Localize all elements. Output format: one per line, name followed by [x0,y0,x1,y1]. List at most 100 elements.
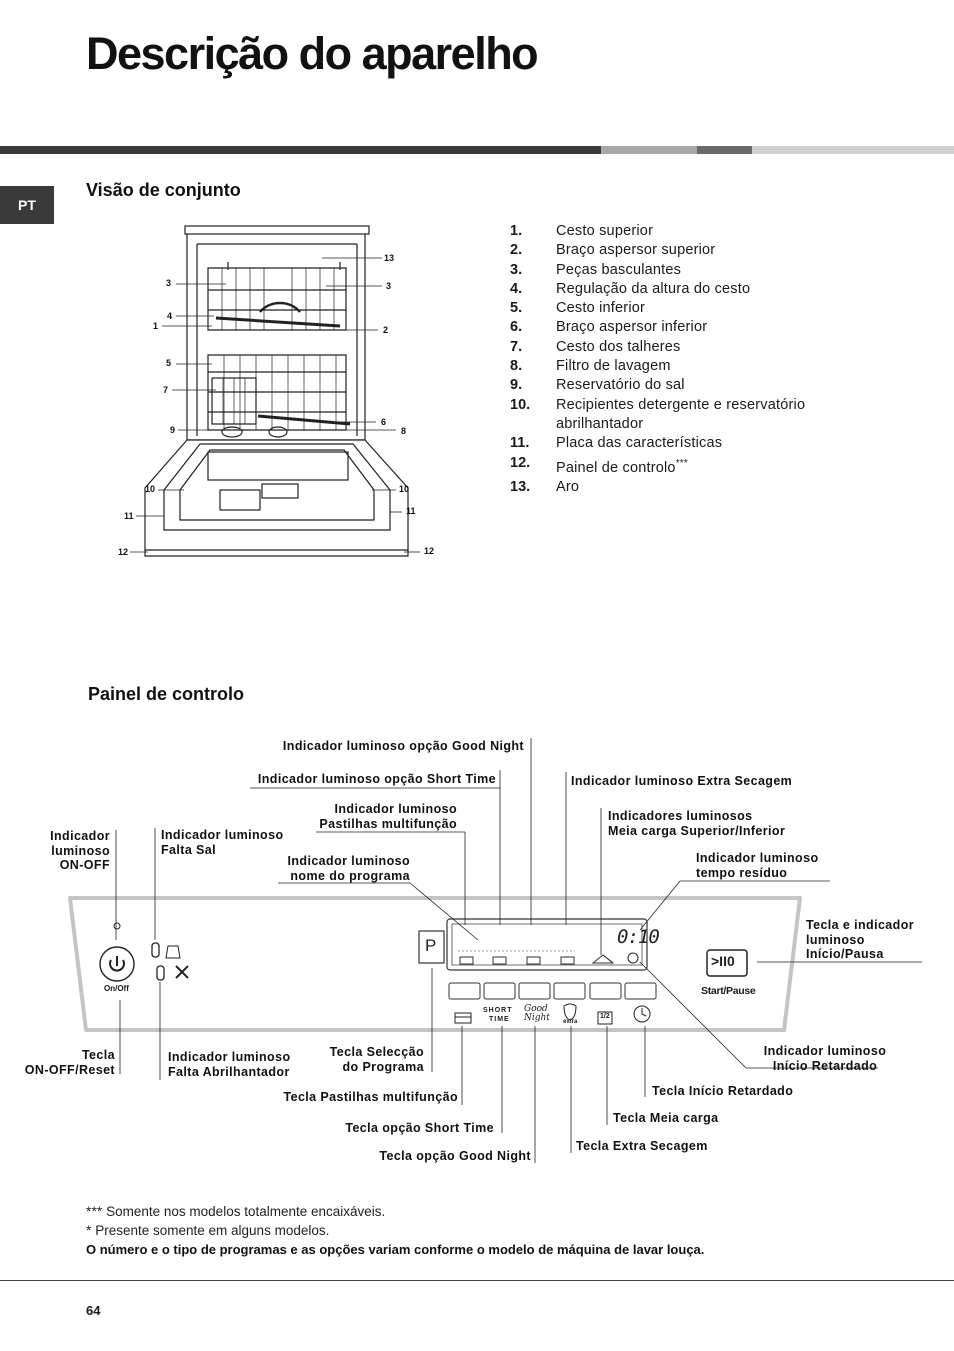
diagram-number-4: 4 [167,311,173,321]
item-number: 1. [510,223,523,239]
short-time-icon-bottom: TIME [489,1016,510,1023]
list-item: 12. Painel de controlo*** [510,454,850,478]
list-item: 13. Aro [510,478,850,497]
callout-program-name-indicator: Indicador luminoso nome do programa [287,854,410,883]
item-number: 13. [510,478,531,495]
item-number: 2. [510,242,523,259]
footnote-marker: *** [675,457,688,469]
item-label: Cesto dos talheres [556,338,681,355]
list-item: 11. Placa das características [510,434,850,453]
item-label: Placa das características [556,435,723,452]
item-label: Cesto superior [556,223,654,239]
item-number: 11. [510,435,530,452]
callout-program-select-key: Tecla Selecção do Programa [329,1045,424,1074]
rule-segment-light [752,146,954,154]
item-label: Cesto inferior [556,300,646,317]
callout-delayed-start-key: Tecla Início Retardado [652,1084,794,1098]
startpause-icon: >II0 [711,953,735,969]
footnote-1: *** Somente nos modelos totalmente encai… [86,1202,704,1221]
callout-onoff-key: Tecla ON-OFF/Reset [24,1048,115,1077]
program-key-label: P [425,936,437,955]
item-number: 4. [510,280,523,297]
diagram-number-11-right: 11 [406,506,416,516]
callout-residual-time-indicator: Indicador luminoso tempo resíduo [696,851,819,880]
item-number: 5. [510,300,523,317]
callout-delayed-start-indicator: Indicador luminoso Início Retardado [763,1044,887,1073]
callout-good-night-key: Tecla opção Good Night [379,1149,531,1163]
item-number: 9. [510,377,523,394]
item-number: 6. [510,319,523,336]
page-title: Descrição do aparelho [86,28,539,79]
callout-tablets-key: Tecla Pastilhas multifunção [283,1090,458,1104]
diagram-number-13: 13 [384,253,395,263]
callout-short-time-indicator: Indicador luminoso opção Short Time [257,772,496,786]
list-item: 1. Cesto superior [510,222,850,241]
parts-list: 1. Cesto superior 2.Braço aspersor superi… [510,222,850,497]
time-display: 0:10 [617,926,660,948]
diagram-number-8: 8 [401,426,407,436]
footnote-text: Presente somente em alguns modelos. [95,1223,330,1238]
list-item: 5. Cesto inferior [510,299,850,318]
list-item: 10. Recipientes detergente e reservatório… [510,396,850,435]
good-night-icon: Good Night [524,1004,550,1023]
startpause-caption: Start/Pause [701,985,756,997]
list-item: 9. Reservatório do sal [510,376,850,395]
list-item: 4. Regulação da altura do cesto [510,280,850,299]
callout-onoff-indicator: Indicador luminoso ON-OFF [50,829,110,872]
header-rule [0,146,954,154]
diagram-number-1: 1 [153,321,159,331]
diagram-number-12-left: 12 [118,547,129,557]
callout-rinse-aid-indicator: Indicador luminoso Falta Abrilhantador [168,1050,291,1079]
item-label: Painel de controlo [556,459,676,476]
diagram-number-5: 5 [166,358,172,368]
footnote-mark: *** [86,1203,103,1219]
item-number: 12. [510,454,531,471]
callout-half-load-key: Tecla Meia carga [613,1111,719,1125]
callout-salt-indicator: Indicador luminoso Falta Sal [161,828,284,857]
diagram-number-11-left: 11 [124,511,134,521]
footnote-2: * Presente somente em alguns modelos. [86,1221,704,1240]
page-number: 64 [86,1303,101,1318]
diagram-number-10-right: 10 [399,484,410,494]
onoff-caption: On/Off [104,984,129,993]
diagram-number-12-right: 12 [424,546,435,556]
footnote-mark: * [86,1222,92,1238]
footnotes: *** Somente nos modelos totalmente encai… [86,1202,704,1259]
footnote-text: Somente nos modelos totalmente encaixáve… [106,1204,386,1219]
item-label: Regulação da altura do cesto [556,280,751,297]
item-number: 7. [510,338,523,355]
diagram-number-6: 6 [381,417,387,427]
diagram-number-2: 2 [383,325,389,335]
callout-tablets-indicator: Indicador luminoso Pastilhas multifunção [319,802,457,831]
item-label: Reservatório do sal [556,377,685,394]
footer-rule [0,1280,954,1281]
list-item: 3. Peças basculantes [510,261,850,280]
half-load-icon: 1/2 [600,1013,610,1020]
item-label: Braço aspersor inferior [556,319,708,336]
item-label: Filtro de lavagem [556,358,671,375]
diagram-number-10-left: 10 [145,484,156,494]
language-tab: PT [0,186,54,224]
overview-heading: Visão de conjunto [86,180,241,200]
short-time-icon-top: SHORT [483,1007,513,1014]
diagram-number-3-right: 3 [386,281,392,291]
callout-start-pause-key: Tecla e indicador luminoso Início/Pausa [806,918,914,961]
extra-icon: extra [563,1019,578,1025]
list-item: 6. Braço aspersor inferior [510,318,850,337]
callout-extra-dry-key: Tecla Extra Secagem [576,1139,708,1153]
callout-half-load-indicators: Indicadores luminosos Meia carga Superio… [608,809,786,838]
item-label: Aro [556,478,580,495]
callout-extra-dry-indicator: Indicador luminoso Extra Secagem [571,774,793,788]
item-number: 3. [510,261,523,278]
callout-good-night-indicator: Indicador luminoso opção Good Night [282,739,524,753]
item-number: 10. [510,396,531,413]
item-label: Recipientes detergente e reservatório ab… [556,396,806,432]
diagram-number-7: 7 [163,385,169,395]
control-panel-heading: Painel de controlo [88,684,245,704]
list-item: 7. Cesto dos talheres [510,338,850,357]
diagram-number-9: 9 [170,425,176,435]
rule-segment-mid [601,146,697,154]
diagram-number-3-left: 3 [166,278,172,288]
item-label: Peças basculantes [556,261,682,278]
list-item: 2.Braço aspersor superior [510,241,850,260]
